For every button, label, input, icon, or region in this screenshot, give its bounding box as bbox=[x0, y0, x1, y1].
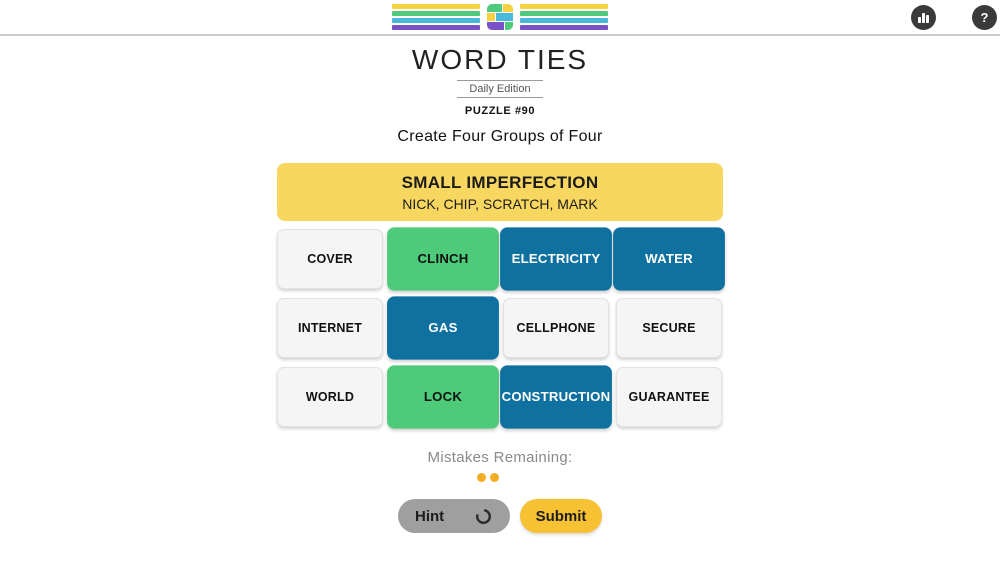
hint-button-label: Hint bbox=[415, 507, 445, 525]
mistake-dot bbox=[477, 473, 486, 482]
mistakes-dots bbox=[265, 473, 711, 482]
submit-button[interactable]: Submit bbox=[520, 499, 602, 533]
stats-button[interactable] bbox=[911, 5, 936, 30]
word-tile-construction[interactable]: CONSTRUCTION bbox=[500, 365, 612, 429]
game-board: SMALL IMPERFECTION NICK, CHIP, SCRATCH, … bbox=[277, 163, 725, 533]
word-tile-world[interactable]: WORLD bbox=[277, 367, 383, 427]
puzzle-number: PUZZLE #90 bbox=[464, 105, 536, 117]
edition-label: Daily Edition bbox=[457, 80, 543, 98]
word-tile-lock[interactable]: LOCK bbox=[387, 365, 499, 429]
mistakes-label: Mistakes Remaining: bbox=[427, 449, 573, 466]
help-button[interactable]: ? bbox=[972, 5, 997, 30]
solved-group-title: SMALL IMPERFECTION bbox=[401, 172, 599, 192]
word-tile-cellphone[interactable]: CELLPHONE bbox=[503, 298, 609, 358]
logo-stripes-right bbox=[520, 4, 608, 30]
word-tile-gas[interactable]: GAS bbox=[387, 296, 499, 360]
hint-button[interactable]: Hint bbox=[398, 499, 510, 533]
top-bar: ? bbox=[0, 0, 1000, 36]
logo-mosaic-icon bbox=[487, 4, 513, 30]
masthead: WORD TIES Daily Edition PUZZLE #90 bbox=[0, 44, 1000, 117]
topbar-actions: ? bbox=[911, 5, 997, 30]
loading-arc-icon bbox=[475, 508, 492, 524]
question-mark-icon: ? bbox=[980, 10, 989, 25]
word-tile-secure[interactable]: SECURE bbox=[616, 298, 722, 358]
word-tile-clinch[interactable]: CLINCH bbox=[387, 227, 499, 291]
word-tile-water[interactable]: WATER bbox=[613, 227, 725, 291]
instruction-text: Create Four Groups of Four bbox=[397, 128, 603, 145]
word-tile-internet[interactable]: INTERNET bbox=[277, 298, 383, 358]
mistake-dot bbox=[490, 473, 499, 482]
word-tile-guarantee[interactable]: GUARANTEE bbox=[616, 367, 722, 427]
solved-group-words: NICK, CHIP, SCRATCH, MARK bbox=[402, 195, 598, 212]
word-ties-striped-logo bbox=[392, 4, 608, 30]
action-buttons: Hint Submit bbox=[277, 499, 723, 533]
word-tile-electricity[interactable]: ELECTRICITY bbox=[500, 227, 612, 291]
word-tile-cover[interactable]: COVER bbox=[277, 229, 383, 289]
page-title: WORD TIES bbox=[411, 44, 589, 75]
logo-stripes-left bbox=[392, 4, 480, 30]
bar-chart-icon bbox=[918, 13, 929, 23]
solved-group-banner: SMALL IMPERFECTION NICK, CHIP, SCRATCH, … bbox=[277, 163, 723, 221]
